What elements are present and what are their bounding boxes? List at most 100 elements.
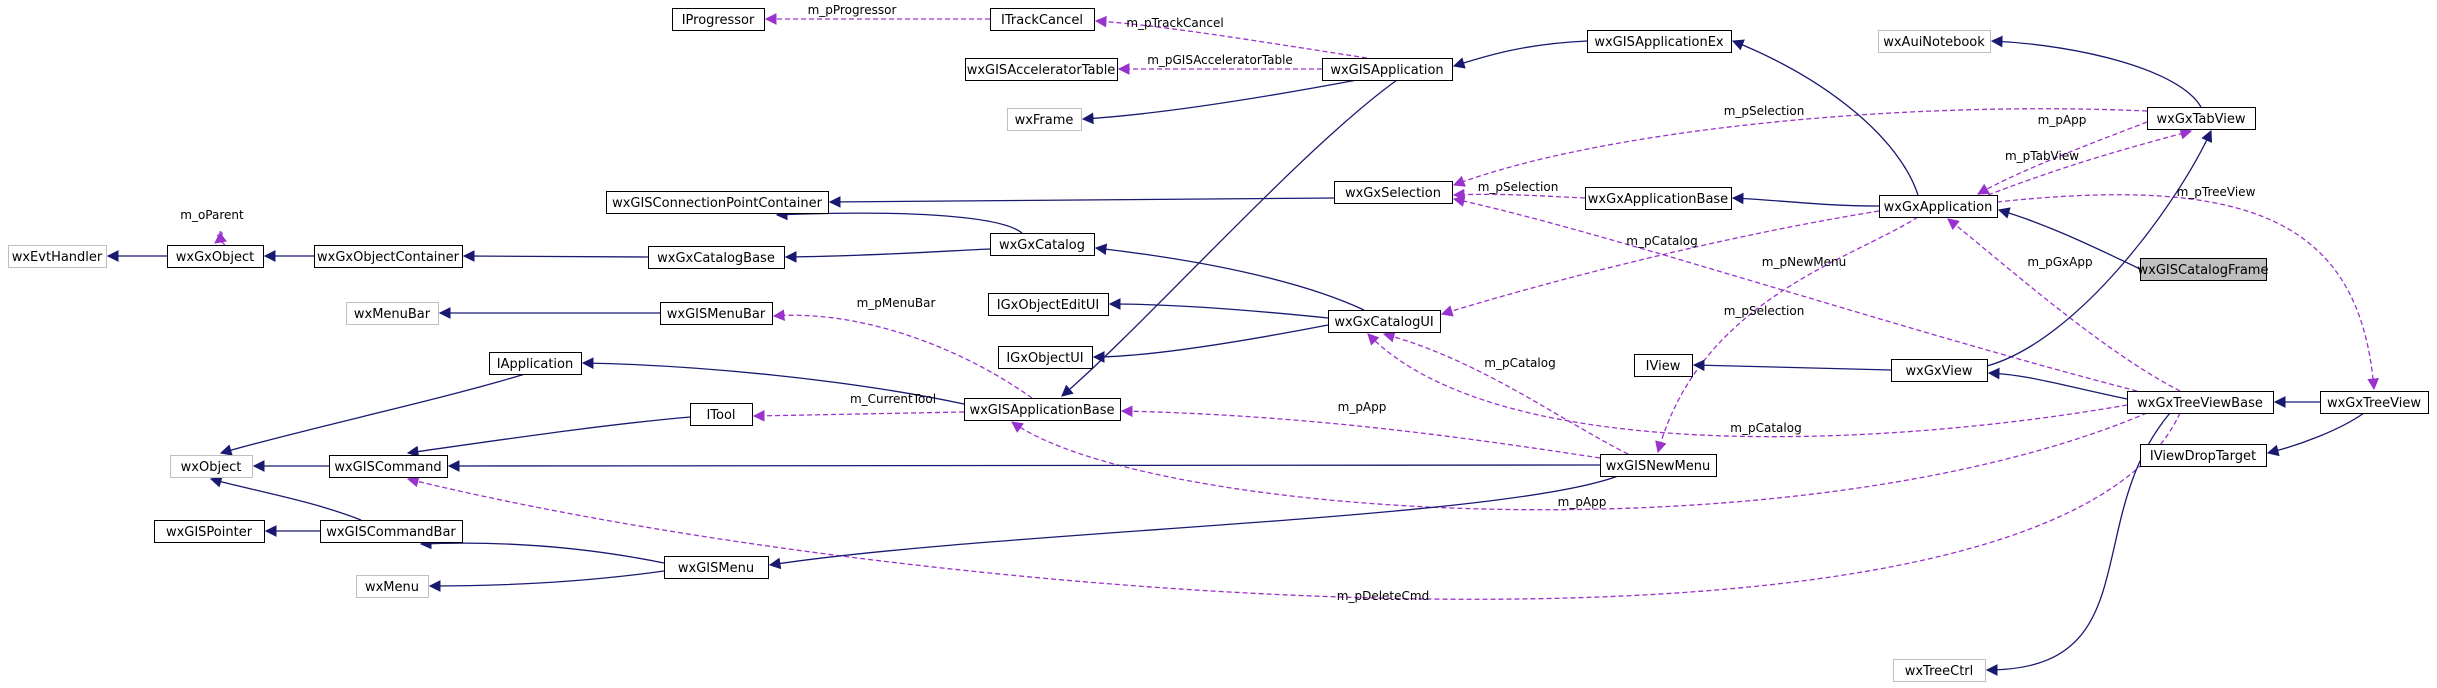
class-name: wxTreeCtrl: [1905, 664, 1974, 679]
usage-edge-wx-gx-object-to-wx-gx-object: [214, 231, 227, 246]
inheritance-edge-wx-gx-tree-view-to-iview-drop-target: [2266, 412, 2365, 457]
inheritance-edge-wx-gx-catalog-to-wx-gx-catalog-base: [784, 248, 991, 263]
edge-label-m-p-track-cancel: m_pTrackCancel: [1126, 16, 1223, 30]
usage-edge-wx-gisapplication-to-itrack-cancel: [1094, 15, 1368, 59]
class-node-wx-gismenu[interactable]: wxGISMenu: [664, 556, 769, 579]
class-node-wx-giscommand[interactable]: wxGISCommand: [329, 455, 448, 478]
class-node-wx-gx-catalog-ui[interactable]: wxGxCatalogUI: [1328, 310, 1441, 333]
class-box: [672, 8, 765, 31]
edge-label-m-p-app: m_pApp: [1558, 495, 1607, 509]
class-node-wx-gx-tree-view[interactable]: wxGxTreeView: [2320, 391, 2429, 414]
class-node-wx-gx-tab-view[interactable]: wxGxTabView: [2147, 107, 2256, 130]
usage-edge-wx-gx-tree-view-base-to-wx-giscommand: [406, 412, 2181, 600]
class-node-wx-gispointer[interactable]: wxGISPointer: [154, 520, 265, 543]
inheritance-edge-wx-gisnew-menu-to-wx-giscommand: [447, 460, 1601, 472]
class-node-igx-object-edit-ui[interactable]: IGxObjectEditUI: [988, 293, 1109, 316]
usage-edge-wx-gx-application-to-wx-gx-tree-view: [1996, 194, 2379, 391]
class-node-wx-gisapplication-ex[interactable]: wxGISApplicationEx: [1587, 30, 1732, 53]
class-node-iprogressor[interactable]: IProgressor: [672, 8, 765, 31]
usage-edge-wx-gx-application-to-wx-gisnew-menu: [1655, 216, 1919, 454]
class-node-wx-gisconnection-point-container[interactable]: wxGISConnectionPointContainer: [606, 191, 829, 214]
class-node-wx-gisaccelerator-table[interactable]: wxGISAcceleratorTable: [965, 58, 1118, 81]
class-node-wx-gx-application[interactable]: wxGxApplication: [1879, 195, 1998, 218]
class-box: [690, 403, 753, 426]
class-name: wxEvtHandler: [12, 250, 103, 265]
class-box: [664, 556, 769, 579]
edge-label-m-p-new-menu: m_pNewMenu: [1762, 255, 1846, 269]
edge-label-m-p-gisaccelerator-table: m_pGISAcceleratorTable: [1147, 53, 1293, 67]
class-node-wx-gx-catalog[interactable]: wxGxCatalog: [990, 233, 1095, 256]
inheritance-edge-wx-gx-tab-view-to-wx-aui-notebook: [1990, 35, 2202, 108]
edge-label-m-p-selection: m_pSelection: [1724, 304, 1805, 318]
class-box: [489, 352, 582, 375]
class-node-wx-giscommand-bar[interactable]: wxGISCommandBar: [320, 520, 463, 543]
class-node-wx-gisnew-menu[interactable]: wxGISNewMenu: [1600, 454, 1717, 477]
inheritance-edge-wx-gx-catalog-to-wx-gisconnection-point-container: [775, 208, 1023, 234]
edge-label-m-p-selection: m_pSelection: [1478, 180, 1559, 194]
edge-label-m-p-menu-bar: m_pMenuBar: [857, 296, 936, 310]
class-node-wx-aui-notebook[interactable]: wxAuiNotebook: [1878, 30, 1991, 53]
class-node-wx-gx-object[interactable]: wxGxObject: [167, 245, 264, 268]
usage-edge-wx-gx-application-to-wx-gx-tab-view: [1987, 128, 2193, 196]
nodes-layer: IProgressor ITrackCancel wxGISAcceleratorT…: [8, 8, 2429, 682]
class-box: [2140, 258, 2267, 281]
usage-edge-wx-gx-tree-view-base-to-wx-gx-selection: [1452, 195, 2138, 392]
class-box: [990, 233, 1095, 256]
class-node-wx-frame[interactable]: wxFrame: [1007, 108, 1082, 131]
class-box: [1007, 108, 1082, 131]
class-box: [1878, 30, 1991, 53]
class-box: [1585, 187, 1732, 210]
class-node-wx-gisapplication[interactable]: wxGISApplication: [1322, 58, 1453, 81]
class-node-iapplication[interactable]: IApplication: [489, 352, 582, 375]
class-node-wx-menu[interactable]: wxMenu: [356, 575, 429, 598]
class-box: [606, 191, 829, 214]
class-node-igx-object-ui[interactable]: IGxObjectUI: [998, 346, 1093, 369]
class-name: ITrackCancel: [1001, 13, 1083, 28]
class-node-wx-tree-ctrl[interactable]: wxTreeCtrl: [1893, 659, 1986, 682]
class-node-wx-object[interactable]: wxObject: [170, 455, 253, 478]
class-name: IGxObjectUI: [1006, 351, 1083, 366]
class-node-wx-gx-view[interactable]: wxGxView: [1891, 359, 1988, 382]
edge-label-m-p-catalog: m_pCatalog: [1626, 234, 1697, 248]
edge-labels-layer: m_pProgressorm_pTrackCancelm_pGISAcceler…: [180, 3, 2255, 603]
class-node-wx-gx-application-base[interactable]: wxGxApplicationBase: [1585, 187, 1732, 210]
class-name: wxGISApplicationBase: [969, 403, 1114, 418]
class-node-wx-gx-tree-view-base[interactable]: wxGxTreeViewBase: [2127, 391, 2274, 414]
class-node-wx-giscatalog-frame[interactable]: wxGISCatalogFrame: [2138, 258, 2269, 281]
class-node-itool[interactable]: ITool: [690, 403, 753, 426]
class-box: [2140, 444, 2267, 467]
edge-label-m-p-app: m_pApp: [1338, 400, 1387, 414]
inheritance-edge-wx-gx-view-to-wx-gx-tab-view: [1986, 129, 2213, 367]
class-node-wx-menu-bar[interactable]: wxMenuBar: [346, 302, 439, 325]
class-name: wxGxTreeViewBase: [2137, 396, 2263, 411]
inheritance-edge-iapplication-to-wx-object: [219, 373, 526, 456]
class-node-iview[interactable]: IView: [1634, 354, 1693, 377]
class-node-iview-drop-target[interactable]: IViewDropTarget: [2140, 444, 2267, 467]
class-name: IViewDropTarget: [2150, 449, 2256, 464]
class-name: wxGxObjectContainer: [317, 250, 460, 265]
class-node-wx-gismenu-bar[interactable]: wxGISMenuBar: [660, 302, 773, 325]
class-box: [1891, 359, 1988, 382]
class-box: [154, 520, 265, 543]
edge-label-m-p-tree-view: m_pTreeView: [2177, 185, 2256, 199]
class-name: wxGISMenu: [678, 561, 754, 576]
class-node-wx-gx-catalog-base[interactable]: wxGxCatalogBase: [648, 246, 785, 269]
class-name: wxGxCatalogBase: [657, 251, 775, 266]
class-node-wx-evt-handler[interactable]: wxEvtHandler: [8, 245, 107, 268]
class-name: wxGISCommandBar: [326, 525, 456, 540]
class-node-wx-gx-object-container[interactable]: wxGxObjectContainer: [314, 245, 463, 268]
usage-edge-wx-gisnew-menu-to-wx-gx-catalog-ui: [1382, 331, 1629, 455]
class-node-wx-gx-selection[interactable]: wxGxSelection: [1334, 181, 1453, 204]
edge-label-m-p-delete-cmd: m_pDeleteCmd: [1337, 589, 1429, 603]
class-name: wxGxCatalog: [999, 238, 1085, 253]
inheritance-edge-wx-gx-catalog-ui-to-wx-gx-catalog: [1094, 243, 1365, 311]
usage-edge-wx-gx-tree-view-base-to-wx-gisapplication-base: [1011, 412, 2148, 511]
class-box: [660, 302, 773, 325]
class-box: [1328, 310, 1441, 333]
class-node-itrack-cancel[interactable]: ITrackCancel: [990, 8, 1095, 31]
class-box: [1893, 659, 1986, 682]
class-name: wxGISCatalogFrame: [2138, 263, 2269, 278]
class-node-wx-gisapplication-base[interactable]: wxGISApplicationBase: [964, 398, 1121, 421]
edges-layer: [106, 13, 2379, 676]
